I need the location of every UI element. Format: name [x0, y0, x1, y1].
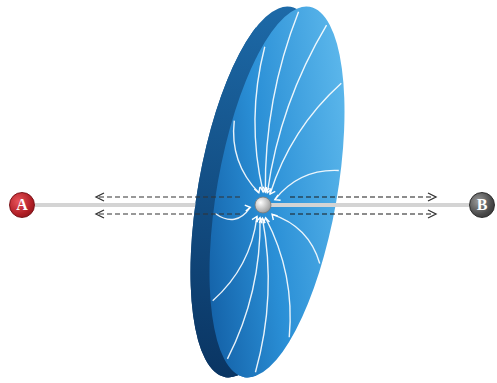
field-arrowhead — [245, 205, 250, 211]
field-line — [275, 170, 339, 199]
field-line — [272, 214, 320, 263]
dashed-arrows — [98, 197, 434, 214]
field-line — [265, 12, 298, 192]
field-arrowhead — [252, 217, 257, 223]
field-line — [227, 218, 260, 359]
field-lines — [213, 12, 342, 372]
center-sphere — [255, 197, 271, 213]
field-arrowhead — [275, 195, 281, 200]
field-line — [270, 83, 341, 194]
ball-node: B — [469, 192, 495, 218]
field-arrowhead — [272, 214, 278, 220]
ball-node: A — [9, 192, 35, 218]
disk-face — [185, 0, 256, 383]
node-label: B — [477, 197, 488, 213]
field-arrowhead — [254, 187, 260, 193]
field-line — [267, 25, 326, 193]
field-line — [255, 47, 265, 192]
node-label: A — [16, 197, 28, 213]
field-arrowhead — [270, 188, 275, 194]
field-arrowhead — [260, 187, 266, 192]
field-line — [255, 218, 268, 372]
dashed-arrowheads — [96, 193, 436, 218]
field-line — [213, 217, 257, 301]
disk — [166, 0, 368, 383]
disk-front-half — [166, 0, 256, 383]
field-line — [266, 218, 291, 338]
